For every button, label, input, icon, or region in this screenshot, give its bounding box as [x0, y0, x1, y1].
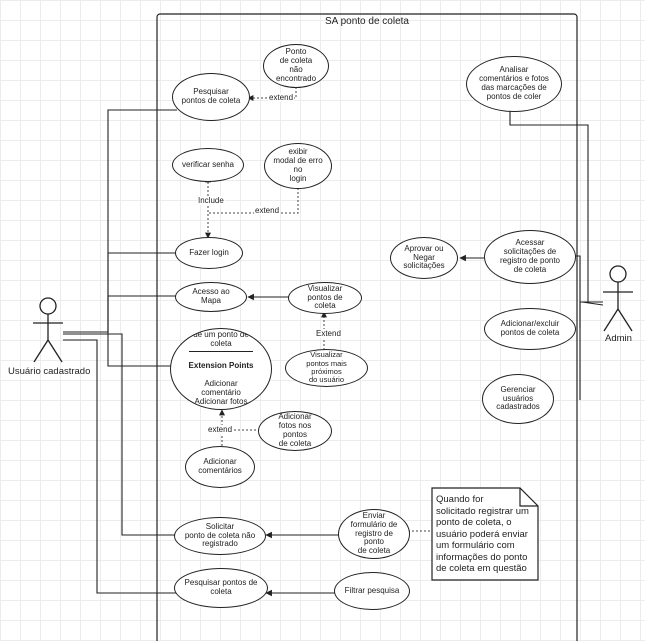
uc-enviar-formulario[interactable]: Enviar formulário de registro de ponto d…: [338, 509, 410, 559]
uc-pesquisar-pontos-2[interactable]: Pesquisar pontos de coleta: [174, 568, 268, 608]
admin-actor-label: Admin: [605, 333, 632, 344]
system-boundary: [156, 13, 578, 641]
user-actor-label: Usuário cadastrado: [8, 366, 91, 377]
uc-adicionar-comentarios[interactable]: Adicionar comentários: [185, 446, 255, 488]
note-shape: [431, 487, 539, 581]
uc-acessar-marcacao[interactable]: Acessar marcação de um ponto de coleta E…: [170, 328, 272, 410]
uc-visualizar-pontos[interactable]: Visualizar pontos de coleta: [288, 282, 362, 314]
uc-analisar-comentarios[interactable]: Analisar comentários e fotos das marcaçõ…: [466, 56, 562, 112]
relation-label-extend-4: extend: [207, 425, 234, 434]
uc-acessar-solicitacoes[interactable]: Acessar solicitações de registro de pont…: [484, 230, 576, 284]
uc-adicionar-excluir[interactable]: Adicionar/excluir pontos de coleta: [484, 308, 576, 350]
uc-solicitar-ponto[interactable]: Solicitar ponto de coleta não registrado: [174, 517, 266, 555]
uc-fazer-login[interactable]: Fazer login: [175, 237, 243, 269]
relation-label-extend-1: extend: [268, 93, 295, 102]
user-actor[interactable]: [33, 297, 63, 363]
admin-associations: [509, 110, 604, 400]
solid-arrows: [247, 254, 484, 597]
uc-gerenciar-usuarios[interactable]: Gerenciar usuários cadastrados: [482, 374, 554, 424]
uc-aprovar-negar[interactable]: Aprovar ou Negar solicitações: [390, 237, 458, 279]
uc-exibir-modal-erro[interactable]: exibir modal de erro no login: [264, 143, 332, 189]
system-title: SA ponto de coleta: [325, 16, 409, 27]
admin-actor[interactable]: [603, 265, 633, 332]
uc-visualizar-proximos[interactable]: Visualizar pontos mais próximos do usuár…: [285, 349, 368, 387]
uc-adicionar-fotos[interactable]: Adicionar fotos nos pontos de coleta: [258, 411, 332, 451]
user-associations: [63, 109, 177, 594]
uc-acesso-mapa[interactable]: Acesso ao Mapa: [175, 282, 247, 312]
relation-label-extend-2: extend: [254, 206, 281, 215]
relation-label-include: Include: [197, 196, 225, 205]
extension-points: Extension Points Adicionar comentário Ad…: [188, 351, 254, 409]
uc-ponto-nao-encontrado[interactable]: Ponto de coleta não encontrado: [263, 44, 329, 88]
relation-label-extend-3: Extend: [315, 329, 342, 338]
uc-verificar-senha[interactable]: verificar senha: [172, 148, 244, 182]
uc-pesquisar-pontos[interactable]: Pesquisar pontos de coleta: [172, 73, 250, 121]
note-text: Quando for solicitado registrar um ponto…: [436, 494, 529, 575]
uc-filtrar-pesquisa[interactable]: Filtrar pesquisa: [334, 572, 410, 610]
